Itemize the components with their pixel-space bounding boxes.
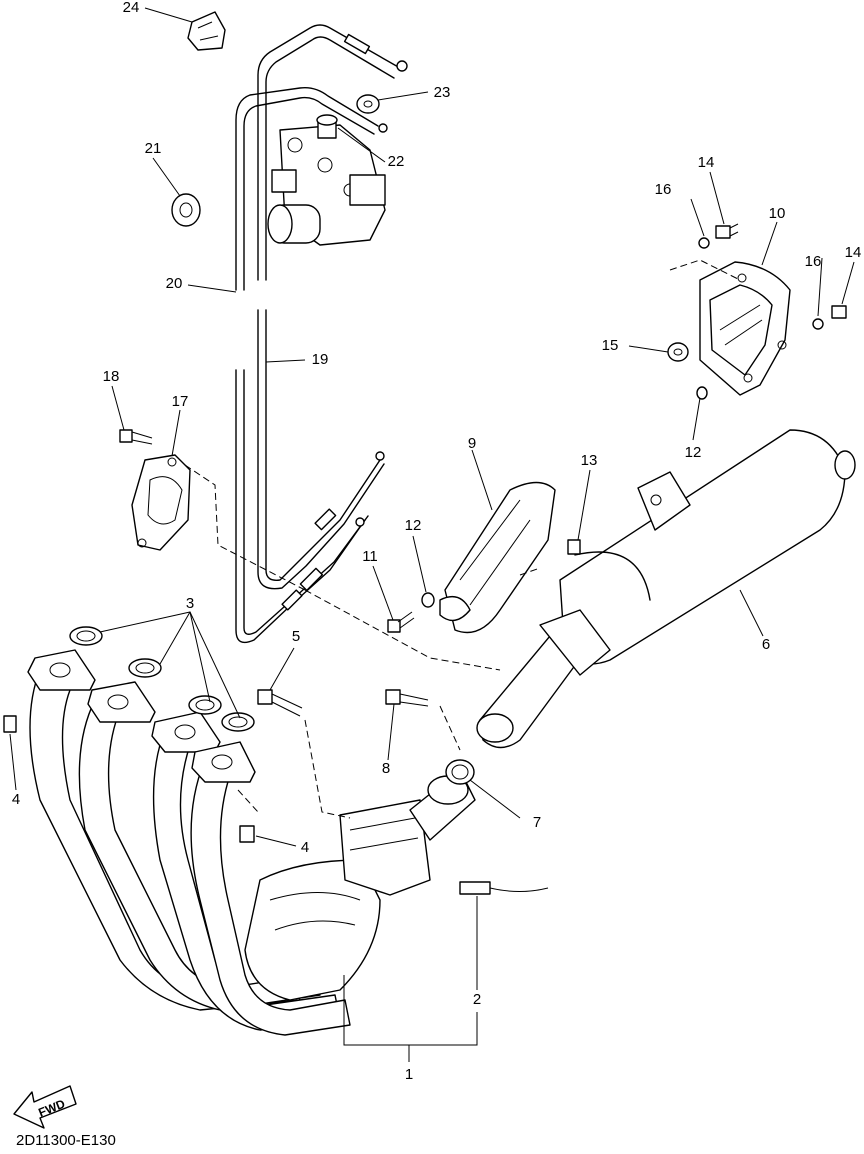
callout-19: 19 bbox=[312, 351, 329, 368]
callout-15: 15 bbox=[602, 337, 619, 354]
callout-14a: 14 bbox=[698, 154, 715, 171]
bolt-11 bbox=[387, 611, 415, 633]
callout-14b: 14 bbox=[845, 244, 862, 261]
callout-13: 13 bbox=[581, 452, 598, 469]
washer-16 bbox=[698, 237, 824, 330]
collar-22 bbox=[316, 114, 338, 139]
callout-11: 11 bbox=[362, 548, 378, 565]
callout-12b: 12 bbox=[685, 444, 702, 461]
callout-12a: 12 bbox=[405, 517, 422, 534]
protector-9 bbox=[439, 481, 556, 634]
leader-lines bbox=[9, 7, 855, 1062]
callout-labels: 1 2 3 4 4 5 6 7 8 9 10 11 12 12 13 14 14… bbox=[12, 0, 862, 1083]
callout-3: 3 bbox=[186, 595, 194, 612]
bolt-18 bbox=[119, 429, 153, 445]
callout-16a: 16 bbox=[655, 181, 672, 198]
gasket-3 bbox=[69, 626, 255, 732]
exhaust-servo-motor bbox=[267, 124, 386, 246]
nut-4 bbox=[3, 715, 255, 843]
bolt-8 bbox=[385, 689, 429, 707]
callout-8: 8 bbox=[382, 760, 390, 777]
bolt-14 bbox=[715, 223, 847, 319]
callout-22: 22 bbox=[388, 153, 405, 170]
nut-23 bbox=[356, 94, 380, 114]
gasket-7 bbox=[445, 759, 475, 785]
cable-clamp-24 bbox=[187, 11, 226, 51]
assembly-guide-lines bbox=[184, 259, 741, 819]
fwd-arrow-icon: FWD bbox=[13, 1085, 77, 1129]
callout-10: 10 bbox=[769, 205, 786, 222]
cover-17 bbox=[131, 454, 191, 551]
callout-23: 23 bbox=[434, 84, 451, 101]
callout-18: 18 bbox=[103, 368, 120, 385]
muffler-6 bbox=[476, 429, 856, 749]
callout-1: 1 bbox=[405, 1066, 413, 1083]
callout-7: 7 bbox=[533, 814, 541, 831]
bolt-5 bbox=[257, 689, 303, 717]
grommet-21 bbox=[171, 193, 201, 227]
exhaust-valve-cables bbox=[235, 24, 408, 644]
callout-9: 9 bbox=[468, 435, 476, 452]
nut-15 bbox=[667, 342, 689, 362]
callout-2: 2 bbox=[473, 991, 481, 1008]
callout-20: 20 bbox=[166, 275, 183, 292]
callout-24: 24 bbox=[123, 0, 140, 16]
callout-6: 6 bbox=[762, 636, 770, 653]
drawing-code: 2D11300-E130 bbox=[16, 1132, 116, 1149]
callout-16b: 16 bbox=[805, 253, 822, 270]
washer-12 bbox=[421, 386, 708, 608]
callout-4a: 4 bbox=[12, 791, 20, 808]
callout-4b: 4 bbox=[301, 839, 309, 856]
clamp-13 bbox=[567, 539, 581, 555]
muffler-cover-10 bbox=[699, 261, 791, 396]
callout-17: 17 bbox=[172, 393, 189, 410]
callout-21: 21 bbox=[145, 140, 162, 157]
sensor-2 bbox=[459, 881, 549, 895]
exhaust-header-1 bbox=[27, 649, 476, 1036]
callout-5: 5 bbox=[292, 628, 300, 645]
